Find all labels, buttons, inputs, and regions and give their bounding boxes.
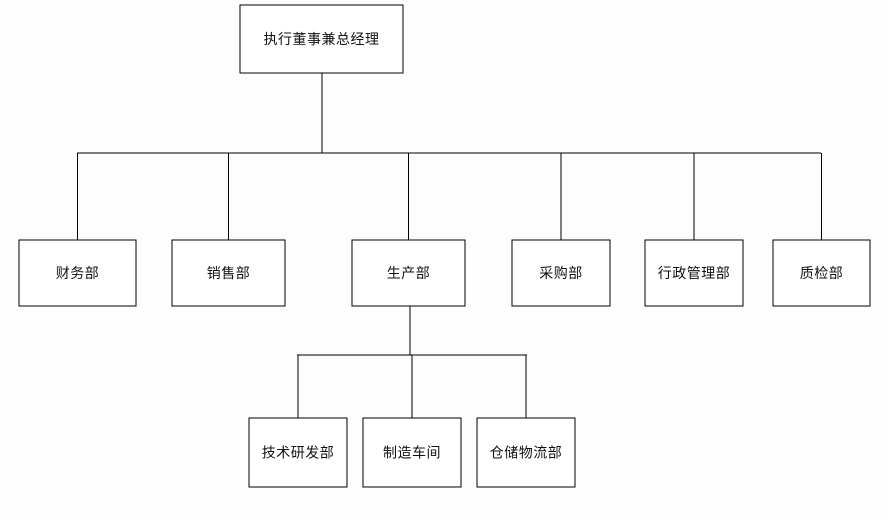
node-box-admin[interactable] bbox=[644, 239, 744, 307]
node-label-finance: 财务部 bbox=[56, 266, 100, 282]
node-box-qc[interactable] bbox=[772, 239, 871, 307]
node-ceo[interactable]: 执行董事兼总经理 bbox=[239, 4, 404, 74]
node-box-finance[interactable] bbox=[18, 239, 137, 307]
node-box-sales[interactable] bbox=[171, 239, 286, 307]
node-logistics[interactable]: 仓储物流部 bbox=[476, 417, 576, 488]
node-label-purchase: 采购部 bbox=[539, 266, 583, 282]
node-box-prod[interactable] bbox=[351, 239, 466, 307]
node-box-purchase[interactable] bbox=[511, 239, 611, 307]
node-qc[interactable]: 质检部 bbox=[772, 239, 871, 307]
node-box-workshop[interactable] bbox=[362, 417, 462, 488]
node-rnd[interactable]: 技术研发部 bbox=[248, 417, 348, 488]
node-box-logistics[interactable] bbox=[476, 417, 576, 488]
node-label-rnd: 技术研发部 bbox=[262, 446, 335, 462]
node-label-admin: 行政管理部 bbox=[658, 266, 731, 282]
node-workshop[interactable]: 制造车间 bbox=[362, 417, 462, 488]
node-box-rnd[interactable] bbox=[248, 417, 348, 488]
node-label-logistics: 仓储物流部 bbox=[490, 446, 563, 462]
node-label-qc: 质检部 bbox=[800, 266, 844, 282]
connector-layer bbox=[76, 73, 823, 418]
node-label-workshop: 制造车间 bbox=[383, 445, 441, 462]
node-label-prod: 生产部 bbox=[387, 266, 431, 282]
node-label-sales: 销售部 bbox=[207, 266, 251, 282]
node-sales[interactable]: 销售部 bbox=[171, 239, 286, 307]
node-box-ceo[interactable] bbox=[239, 4, 404, 74]
node-label-ceo: 执行董事兼总经理 bbox=[264, 32, 380, 48]
node-prod[interactable]: 生产部 bbox=[351, 239, 466, 307]
node-admin[interactable]: 行政管理部 bbox=[644, 239, 744, 307]
node-finance[interactable]: 财务部 bbox=[18, 239, 137, 307]
node-purchase[interactable]: 采购部 bbox=[511, 239, 611, 307]
